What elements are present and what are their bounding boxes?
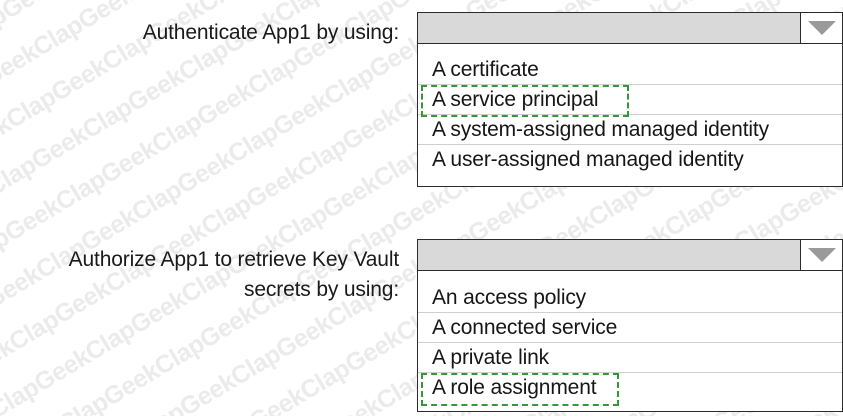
dropdown-option-selected[interactable]: A role assignment <box>418 373 842 406</box>
question-label-authenticate-app1: Authenticate App1 by using: <box>142 21 400 44</box>
dropdown-header-authorize-app1[interactable] <box>418 240 842 271</box>
chevron-down-icon <box>807 21 836 35</box>
dropdown-header-authenticate-app1[interactable] <box>418 13 842 44</box>
question-block-authenticate-app1: Authenticate App1 by using: A certificat… <box>0 12 843 187</box>
dropdown-option[interactable]: An access policy <box>418 283 842 313</box>
question-label-authorize-app1: Authorize App1 to retrieve Key Vault sec… <box>68 248 400 301</box>
dropdown-option[interactable]: A connected service <box>418 313 842 343</box>
dropdown-option[interactable]: A system-assigned managed identity <box>418 115 842 145</box>
dropdown-option[interactable]: A user-assigned managed identity <box>432 148 744 171</box>
question-block-authorize-app1: Authorize App1 to retrieve Key Vault sec… <box>0 239 843 412</box>
dropdown-authenticate-app1[interactable]: A certificate A service principal A syst… <box>417 12 843 187</box>
dropdown-option-selected[interactable]: A service principal <box>418 85 842 117</box>
dropdown-option[interactable]: A certificate <box>418 55 842 85</box>
dropdown-options-authenticate-app1: A certificate A service principal A syst… <box>418 55 842 186</box>
dropdown-options-authorize-app1: An access policy A connected service A p… <box>418 283 842 411</box>
dropdown-toggle-authorize-app1[interactable] <box>800 240 842 270</box>
dropdown-toggle-authenticate-app1[interactable] <box>800 13 842 43</box>
dropdown-option[interactable]: A private link <box>418 343 842 373</box>
dropdown-authorize-app1[interactable]: An access policy A connected service A p… <box>417 239 843 412</box>
chevron-down-icon <box>807 248 836 262</box>
